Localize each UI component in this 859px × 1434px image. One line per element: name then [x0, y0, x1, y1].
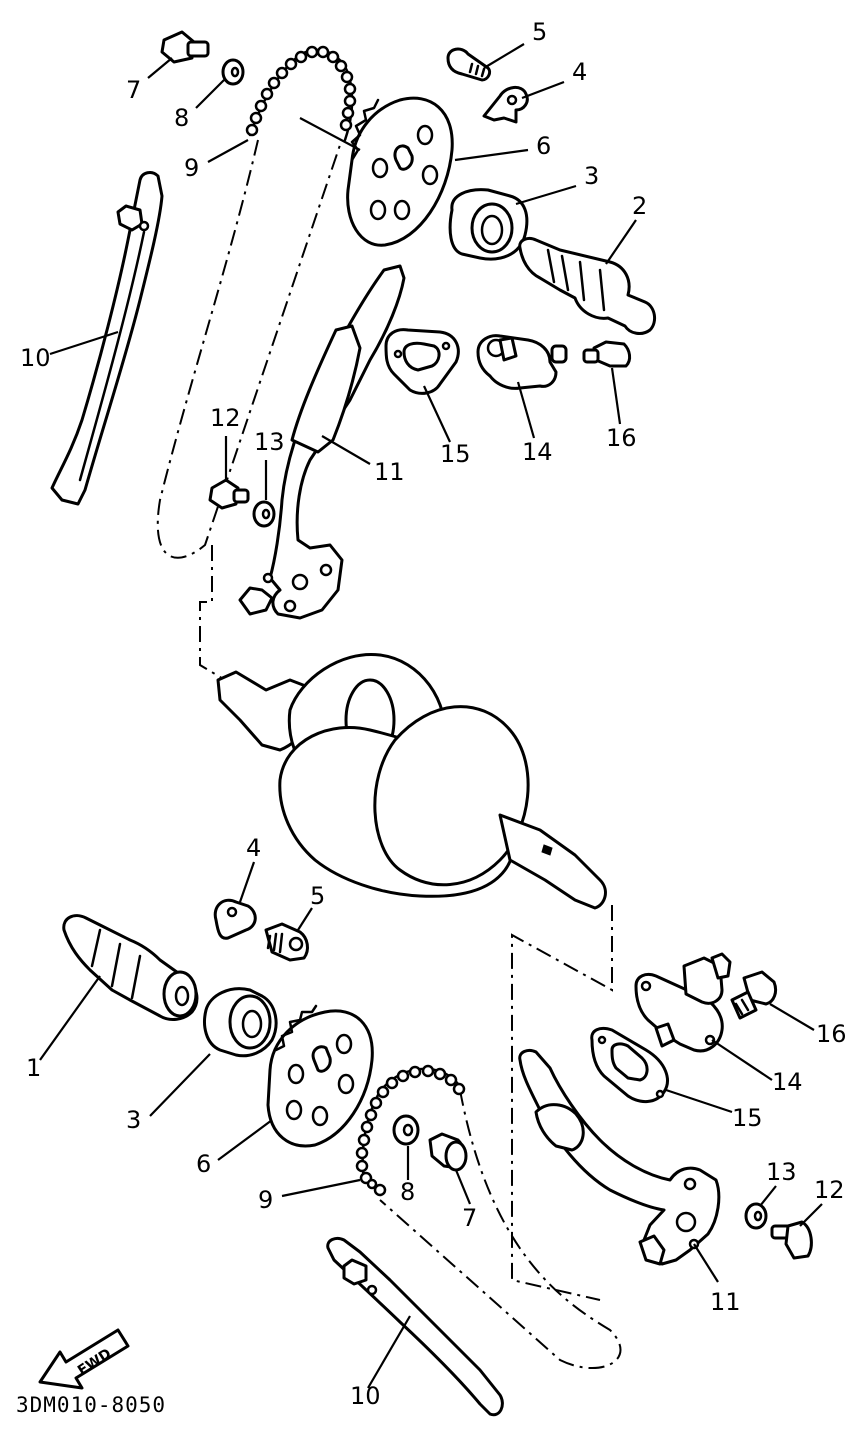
washer-13-top	[252, 500, 276, 528]
callout-numbers: 7 8 9 5 4 6 3 2 10 12 13 11 15 14 16 4 5…	[20, 18, 847, 1410]
bolt-7-bottom	[428, 1132, 468, 1172]
chain-guide-10-top	[50, 171, 164, 506]
callout-8-top: 8	[174, 104, 189, 132]
callout-9-bottom: 9	[258, 1186, 273, 1214]
diagram-code: 3DM010-8050	[16, 1393, 166, 1417]
bolt-16-bottom	[730, 970, 778, 1020]
bottom-crank-dash-line	[511, 905, 613, 1301]
callout-4-bottom: 4	[246, 834, 261, 862]
callout-6-top: 6	[536, 132, 551, 160]
callout-12-bottom: 12	[814, 1176, 845, 1204]
camshaft-1-bottom	[62, 914, 199, 1021]
tensioner-guide-11-bottom	[518, 1048, 721, 1266]
callout-5-bottom: 5	[310, 882, 325, 910]
callout-7-top: 7	[126, 76, 141, 104]
sprocket-6-top	[346, 96, 454, 247]
spacer-3-bottom	[203, 987, 278, 1058]
bolt-12-bottom	[770, 1220, 813, 1260]
leader-lines	[39, 43, 823, 1389]
bolt-12-top	[208, 478, 250, 510]
callout-5-top: 5	[532, 18, 547, 46]
callout-8-bottom: 8	[400, 1178, 415, 1206]
camshaft-2-top	[518, 236, 657, 335]
crankshaft	[216, 652, 607, 910]
fwd-arrow-icon	[38, 1328, 130, 1390]
cam-chain-9-bottom	[355, 1064, 466, 1197]
gasket-15-bottom	[590, 1026, 669, 1103]
tensioner-guide-11-top	[238, 264, 406, 620]
callout-11-top: 11	[374, 458, 405, 486]
callout-3-top: 3	[584, 162, 599, 190]
chain-guide-10-bottom	[326, 1236, 504, 1417]
gasket-15-top	[384, 328, 460, 395]
washer-8-bottom	[392, 1114, 420, 1146]
washer-8-top	[221, 58, 245, 86]
bolt-5-bottom	[264, 922, 309, 962]
callout-16-bottom: 16	[816, 1020, 847, 1048]
callout-13-top: 13	[254, 428, 285, 456]
bolt-16-top	[582, 340, 632, 368]
bolt-7-top	[160, 30, 210, 64]
callout-10-bottom: 10	[350, 1382, 381, 1410]
callout-15-bottom: 15	[732, 1104, 763, 1132]
top-chain-path	[156, 139, 341, 559]
tensioner-14-top	[476, 334, 568, 390]
top-crank-dash-line	[199, 545, 226, 681]
callout-15-top: 15	[440, 440, 471, 468]
callout-9-top: 9	[184, 154, 199, 182]
callout-2-top: 2	[632, 192, 647, 220]
callout-13-bottom: 13	[766, 1158, 797, 1186]
callout-16-top: 16	[606, 424, 637, 452]
callout-6-bottom: 6	[196, 1150, 211, 1178]
callout-12-top: 12	[210, 404, 241, 432]
washer-13-bottom	[744, 1202, 768, 1230]
callout-14-bottom: 14	[772, 1068, 803, 1096]
callout-14-top: 14	[522, 438, 553, 466]
callout-4-top: 4	[572, 58, 587, 86]
plate-4-top	[482, 86, 529, 124]
callout-1-bottom: 1	[26, 1054, 41, 1082]
tensioner-14-bottom	[634, 952, 732, 1053]
cam-chain-9-top	[245, 45, 357, 142]
callout-3-bottom: 3	[126, 1106, 141, 1134]
bolt-5-top	[446, 47, 492, 82]
spacer-3-top	[448, 188, 529, 261]
bottom-chain-path	[379, 1089, 622, 1369]
callout-7-bottom: 7	[462, 1204, 477, 1232]
plate-4-bottom	[213, 898, 257, 940]
sprocket-6-bottom	[266, 1004, 374, 1148]
callout-10-top: 10	[20, 344, 51, 372]
callout-11-bottom: 11	[710, 1288, 741, 1316]
